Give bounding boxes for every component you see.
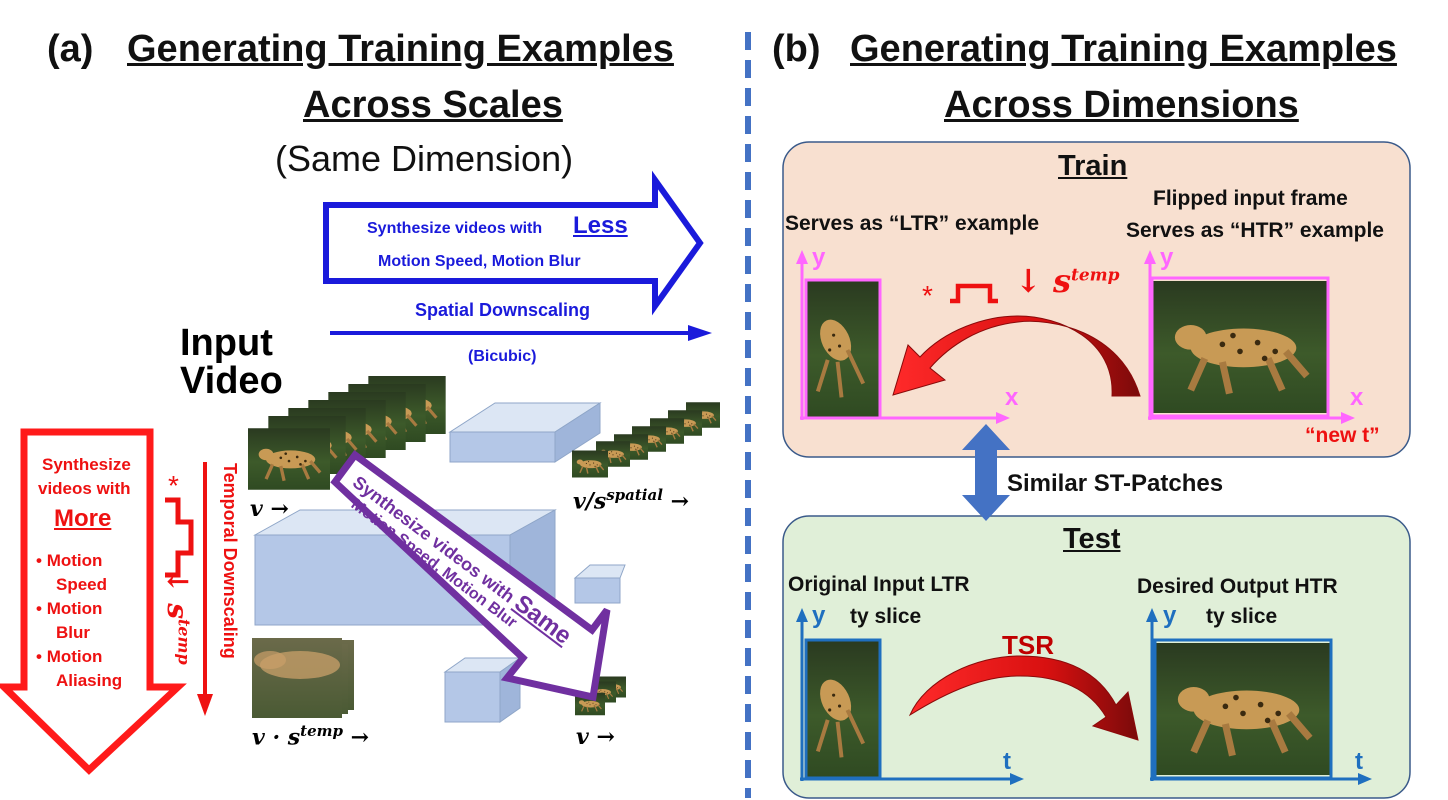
less-motion-arrow	[323, 170, 704, 316]
train-right-axis-y: y	[1160, 244, 1174, 271]
train-left-axis-y: y	[812, 244, 826, 271]
test-left-caption1: Original Input LTR	[788, 573, 970, 596]
test-right-axis-y: y	[1163, 602, 1177, 629]
small-temporal-cuboid	[443, 657, 522, 723]
cheetah-frame-image	[248, 428, 330, 490]
test-htr-frame	[1146, 608, 1372, 785]
test-right-axis-t: t	[1355, 748, 1363, 775]
less-arrow-line2: Motion Speed, Motion Blur	[378, 253, 581, 270]
train-new-t-label: “new t”	[1305, 424, 1380, 447]
spatial-downscaling-sub: (Bicubic)	[468, 348, 537, 365]
same-motion-arrow	[330, 450, 611, 702]
more-arrow-keyword: More	[54, 505, 112, 532]
test-title: Test	[1063, 523, 1121, 555]
train-kernel-label: ↓ stemp	[1015, 262, 1120, 300]
panel-b-title-line2: Across Dimensions	[944, 84, 1299, 126]
train-ltr-frame	[796, 250, 1010, 424]
train-left-axis-x: x	[1005, 384, 1019, 411]
spatial-arrowhead	[688, 325, 712, 341]
double-arrow-icon	[962, 424, 1010, 521]
panel-a-subtitle: (Same Dimension)	[275, 138, 574, 179]
spatial-downscaling-label: Spatial Downscaling	[415, 300, 591, 320]
test-right-caption2: ty slice	[1206, 605, 1278, 628]
train-right-caption2: Serves as “HTR” example	[1126, 219, 1384, 242]
test-ltr-frame	[796, 608, 1024, 785]
panel-b-title-line1: Generating Training Examples	[850, 28, 1397, 70]
v-temp-label: v · stemp →	[252, 722, 370, 751]
panel-b-label: (b)	[772, 28, 821, 70]
test-left-axis-t: t	[1003, 748, 1011, 775]
panel-a-title-line1: Generating Training Examples	[127, 28, 674, 70]
more-motion-arrow	[0, 428, 187, 775]
test-left-axis-y: y	[812, 602, 826, 629]
input-video-line1: Input	[180, 322, 273, 364]
input-video-line2: Video	[180, 360, 283, 402]
more-arrow-line2: videos with	[38, 479, 131, 498]
spatial-cuboid	[448, 402, 602, 463]
v-main-label: v →	[250, 496, 289, 522]
train-kernel-star: *	[922, 280, 933, 311]
panel-a-label: (a)	[47, 28, 94, 70]
train-curved-arrow-icon	[892, 315, 1141, 397]
temporal-arrowhead	[197, 694, 213, 716]
temporal-downscaling-label: Temporal Downscaling	[220, 463, 240, 659]
similar-st-patches-label: Similar ST-Patches	[1007, 470, 1224, 497]
test-left-caption2: ty slice	[850, 605, 922, 628]
v-spatial-label: v/sspatial →	[573, 486, 690, 515]
train-kernel-step-icon	[950, 283, 998, 304]
train-right-caption1: Flipped input frame	[1153, 187, 1348, 210]
train-title: Train	[1058, 150, 1128, 182]
small-spatial-cuboid	[573, 564, 626, 604]
panel-a-title-line2: Across Scales	[303, 84, 563, 126]
more-arrow-line1: Synthesize	[42, 455, 131, 474]
more-arrow-bullets: • Motion Speed • Motion Blur • Motion Al…	[36, 551, 123, 690]
temporal-star: *	[168, 470, 179, 501]
less-arrow-keyword: Less	[573, 212, 628, 239]
train-right-axis-x: x	[1350, 384, 1364, 411]
test-curved-arrow-icon	[908, 655, 1139, 741]
temporal-kernel-label: ↓ stemp	[161, 570, 194, 665]
train-left-caption: Serves as “LTR” example	[785, 212, 1040, 235]
less-arrow-prefix: Synthesize videos with	[367, 220, 543, 237]
train-htr-frame	[1144, 250, 1355, 424]
temporal-blurred-frames	[252, 638, 354, 718]
test-right-caption1: Desired Output HTR	[1137, 575, 1338, 598]
tsr-label: TSR	[1002, 630, 1054, 660]
kernel-step-icon	[165, 497, 194, 578]
v-small-label: v →	[576, 724, 615, 750]
